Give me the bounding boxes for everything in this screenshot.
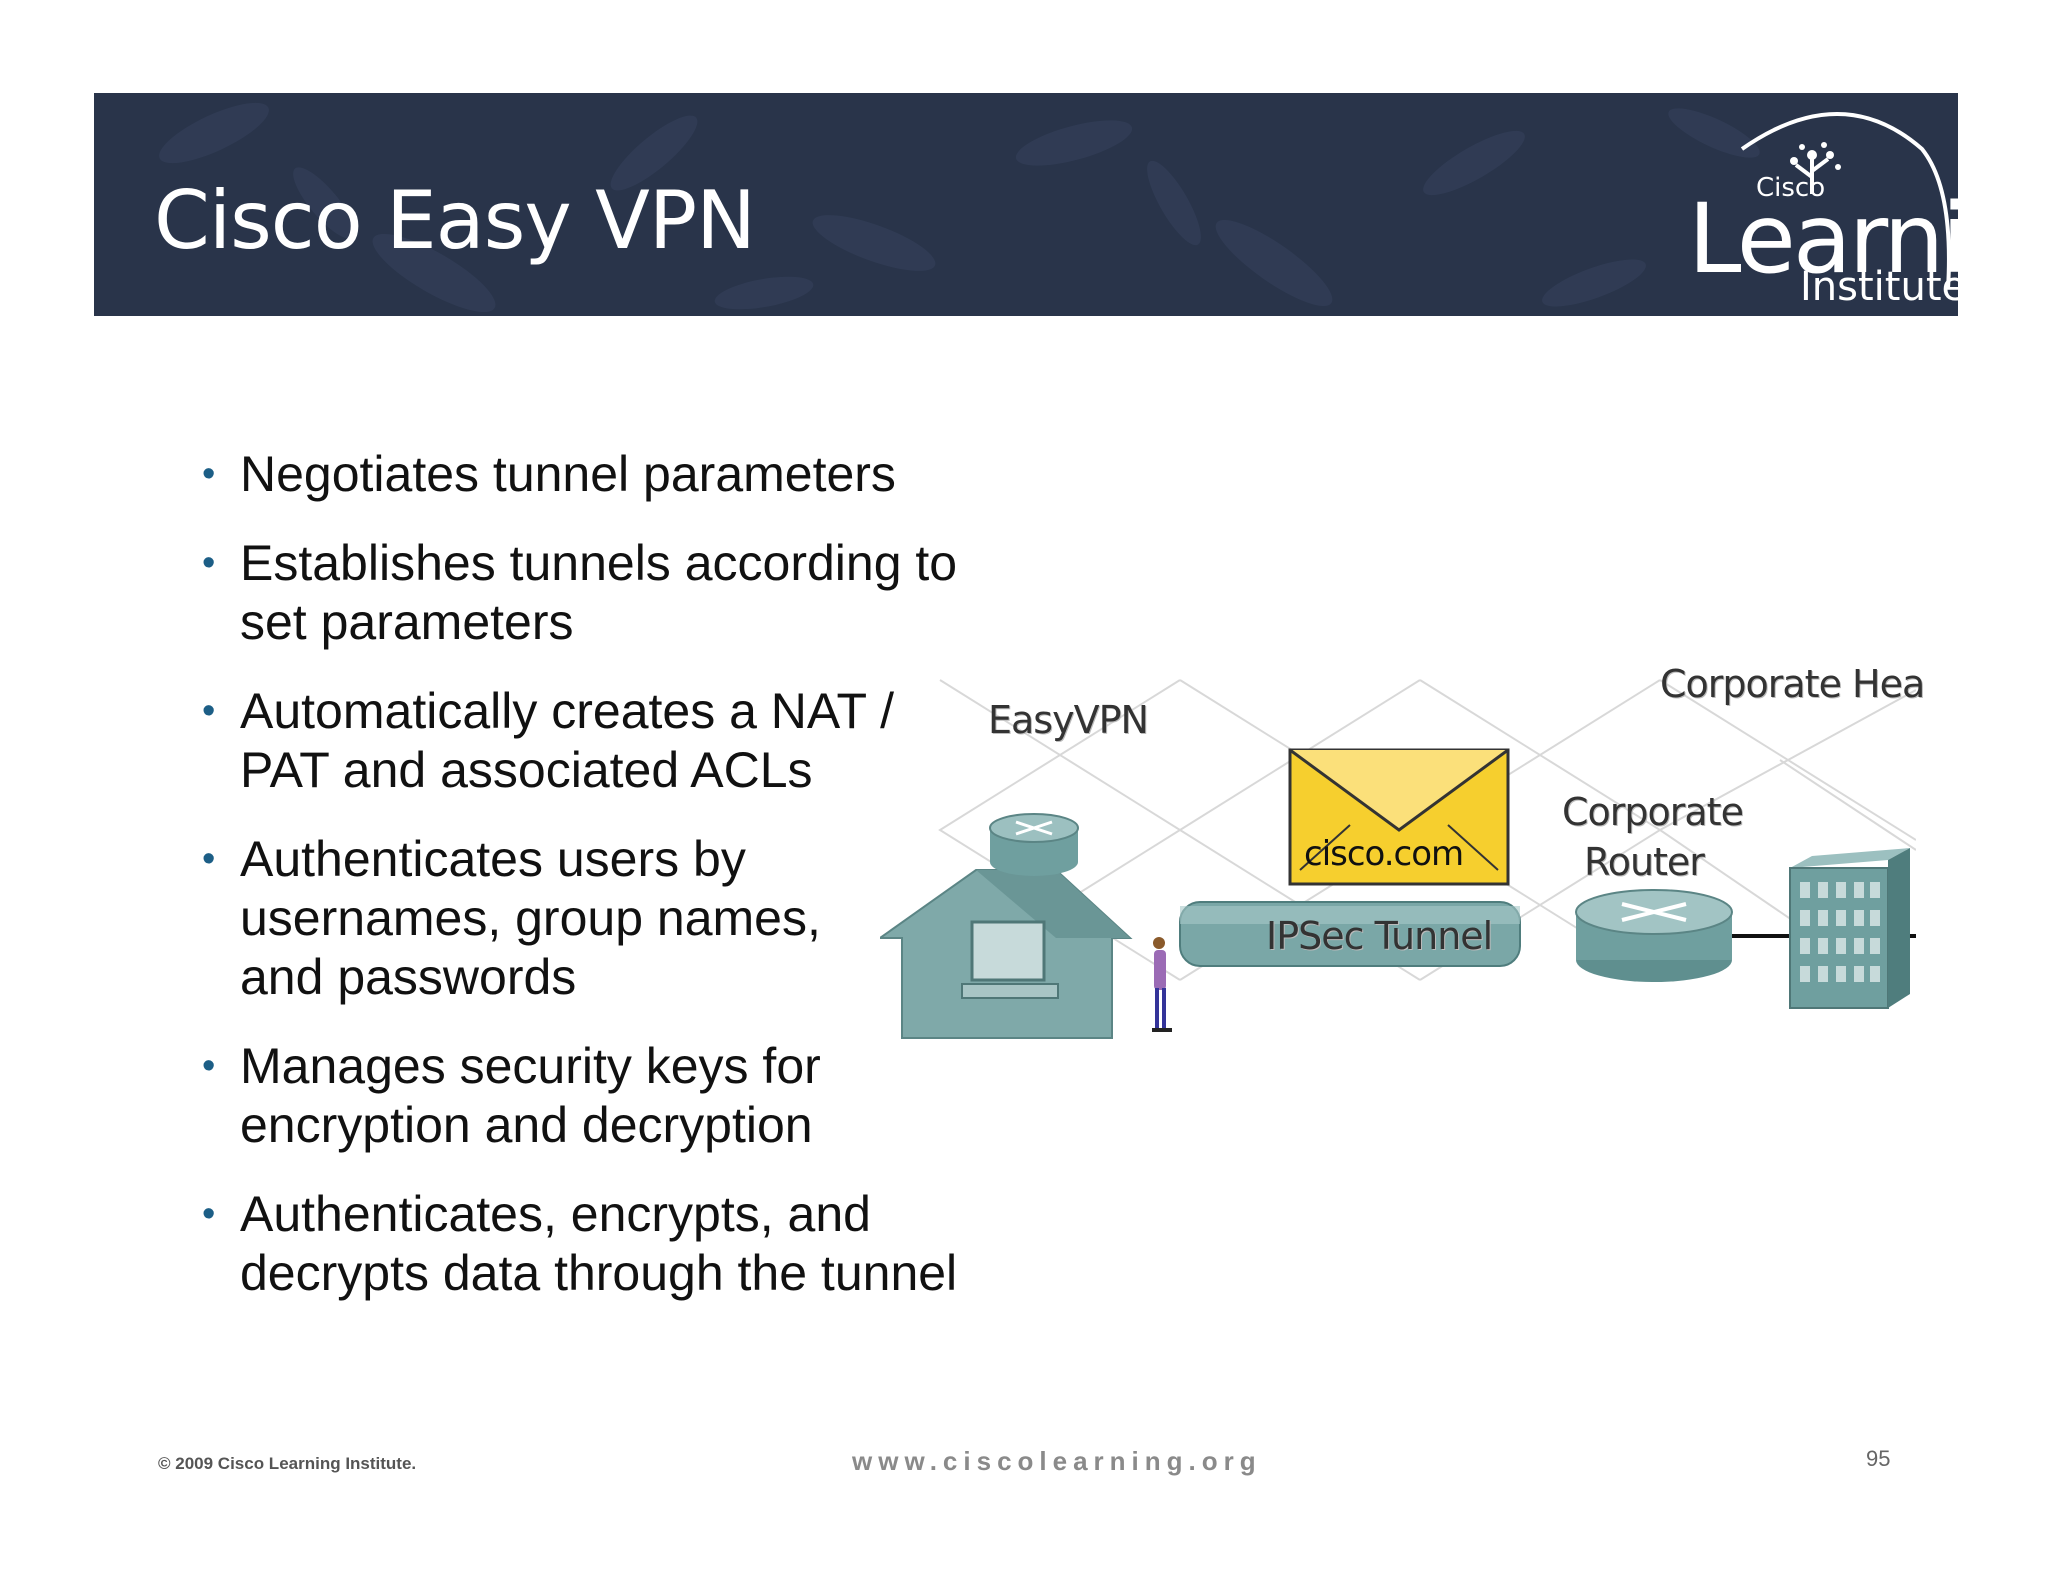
logo-text-small: Cisco [1756, 173, 1826, 203]
header-texture [159, 102, 1760, 313]
envelope-icon [1288, 748, 1510, 886]
logo-text-sub: Institute [1800, 264, 1958, 310]
bullet-line: Authenticates, encrypts, and [240, 1186, 871, 1242]
logo-text-big: Learning [1688, 183, 1958, 295]
easyvpn-diagram: EasyVPN cisco.com IPSec Tunnel Corporate… [880, 650, 1925, 1090]
bullet-line: encryption and decryption [240, 1097, 813, 1153]
router-label-line2: Router [1584, 840, 1705, 884]
network-diagram-art [880, 679, 1916, 1039]
router-label-line1: Corporate [1562, 790, 1744, 834]
bullet-line: PAT and associated ACLs [240, 742, 813, 798]
bullet-dot-icon: • [202, 1045, 216, 1087]
footer-url: www.ciscolearning.org [852, 1446, 1262, 1476]
building-icon [1789, 848, 1910, 1009]
bullet-dot-icon: • [202, 542, 216, 584]
cisco-learning-institute-logo: Cisco Learning Institute [1582, 99, 1958, 311]
bullet-dot-icon: • [202, 690, 216, 732]
footer-copyright: © 2009 Cisco Learning Institute. [158, 1454, 417, 1473]
bullet-line: decrypts data through the tunnel [240, 1245, 958, 1301]
bullet-line: and passwords [240, 949, 577, 1005]
bullet-line: Authenticates users by [240, 831, 746, 887]
easyvpn-label: EasyVPN [988, 698, 1149, 742]
envelope-label: cisco.com [1304, 834, 1464, 874]
bullet-list: • Negotiates tunnel parameters • Establish… [202, 445, 1062, 1333]
corporate-router-icon [1575, 889, 1733, 982]
tunnel-label: IPSec Tunnel [1266, 914, 1493, 958]
bullet-dot-icon: • [202, 838, 216, 880]
tree-arc-icon [1740, 112, 1951, 290]
bullet-dot-icon: • [202, 1193, 216, 1235]
bullet-item: • Automatically creates a NAT /PAT and as… [202, 682, 1062, 800]
bullet-line: Establishes tunnels according to [240, 535, 958, 591]
bullet-dot-icon: • [202, 453, 216, 495]
bullet-item: • Negotiates tunnel parameters [202, 445, 1062, 504]
hq-label: Corporate Hea [1660, 662, 1925, 706]
person-icon [1152, 937, 1172, 1032]
bullet-line: Negotiates tunnel parameters [240, 446, 896, 502]
bullet-line: usernames, group names, [240, 890, 821, 946]
slide-title: Cisco Easy VPN [154, 174, 756, 267]
easyvpn-router-icon [989, 813, 1079, 876]
page-number: 95 [1866, 1446, 1891, 1471]
bullet-line: set parameters [240, 594, 574, 650]
slide-header: Cisco Easy VPN Cisco Learning Institute [94, 93, 1958, 316]
bullet-line: Manages security keys for [240, 1038, 821, 1094]
house-icon [880, 869, 1133, 1039]
bullet-line: Automatically creates a NAT / [240, 683, 894, 739]
